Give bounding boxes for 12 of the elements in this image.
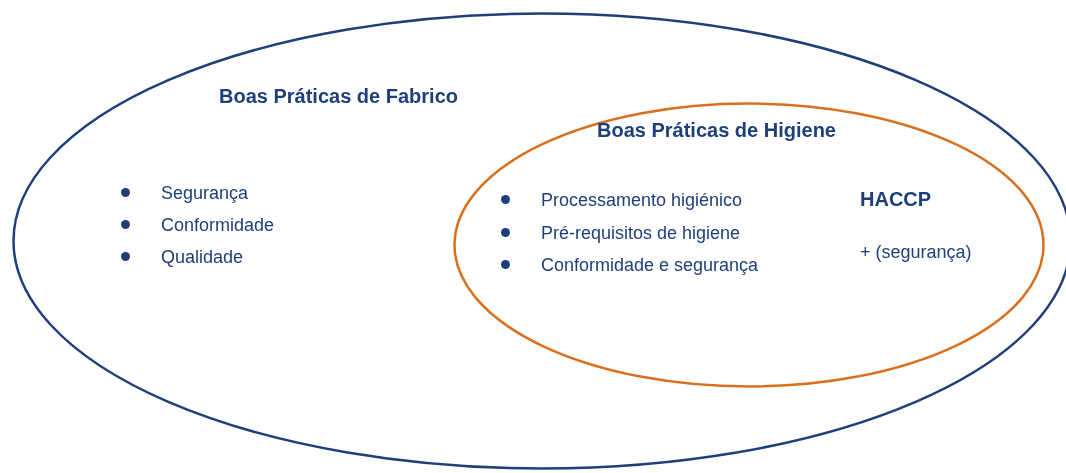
- list-item: Qualidade: [161, 246, 244, 268]
- heading: Boas Práticas de Higiene: [597, 119, 836, 141]
- note-text: + (segurança): [860, 241, 972, 263]
- list-item: Processamento higiénico: [541, 189, 743, 211]
- list-item: Pré-requisitos de higiene: [541, 222, 741, 244]
- ellipse-region: [12, 12, 1066, 470]
- list-item: Conformidade e segurança: [541, 254, 759, 276]
- heading: HACCP: [860, 188, 932, 210]
- list-item: Segurança: [161, 182, 249, 204]
- ellipse-region: [453, 102, 1045, 388]
- heading: Boas Práticas de Fabrico: [219, 85, 458, 107]
- list-item: Conformidade: [161, 214, 275, 236]
